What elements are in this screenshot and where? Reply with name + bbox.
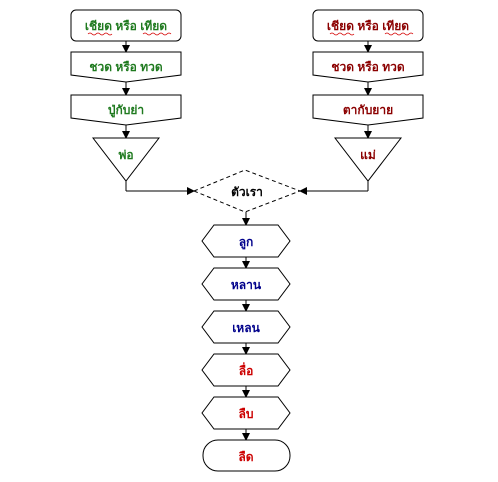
great-grandchild-hexagon [201,310,291,344]
fifth-generation-label: ลืบ [239,407,254,421]
left-great-great-grandparent-label: เชียด หรือ เทียด [85,19,167,33]
right-lineage: เชียด หรือ เทียด ชวด หรือ ทวด ตากับยาย แ… [299,9,424,195]
sixth-generation-terminator [202,439,291,472]
right-mother-triangle [333,137,403,182]
right-great-great-grandparent-label: เชียด หรือ เทียด [327,19,409,33]
left-great-grandparent-box [70,51,182,83]
great-grandchild-label: เหลน [232,321,260,335]
grandchild-label: หลาน [231,278,262,292]
right-great-grandparent-box [312,51,424,83]
center-lineage: ตัวเรา ลูก หลาน เหลน ลื่อ ลืบ ลืด [192,169,302,472]
self-dashed-diamond [192,169,302,213]
left-father-label: พ่อ [118,148,133,162]
left-grandparent-label: ปู่กับย่า [108,103,144,118]
great-great-grandchild-label: ลื่อ [239,362,254,378]
sixth-generation-label: ลืด [238,450,253,464]
right-great-grandparent-label: ชวด หรือ ทวด [331,60,405,74]
child-hexagon [201,224,291,258]
right-top-spellcheck-underline [329,32,414,36]
self-label: ตัวเรา [231,185,263,199]
great-great-grandchild-hexagon [201,353,291,387]
grandchild-hexagon [201,267,291,301]
right-grandparent-label: ตากับยาย [343,103,393,117]
left-top-spellcheck-underline [87,32,172,36]
left-grandparent-box [70,94,182,126]
left-father-triangle [91,137,161,182]
right-mother-label: แม่ [360,148,376,162]
right-grandparent-box [312,94,424,126]
left-lineage: เชียด หรือ เทียด ชวด หรือ ทวด ปู่กับย่า … [70,9,195,195]
child-label: ลูก [239,235,254,250]
left-great-grandparent-label: ชวด หรือ ทวด [89,60,163,74]
fifth-generation-hexagon [201,396,291,430]
